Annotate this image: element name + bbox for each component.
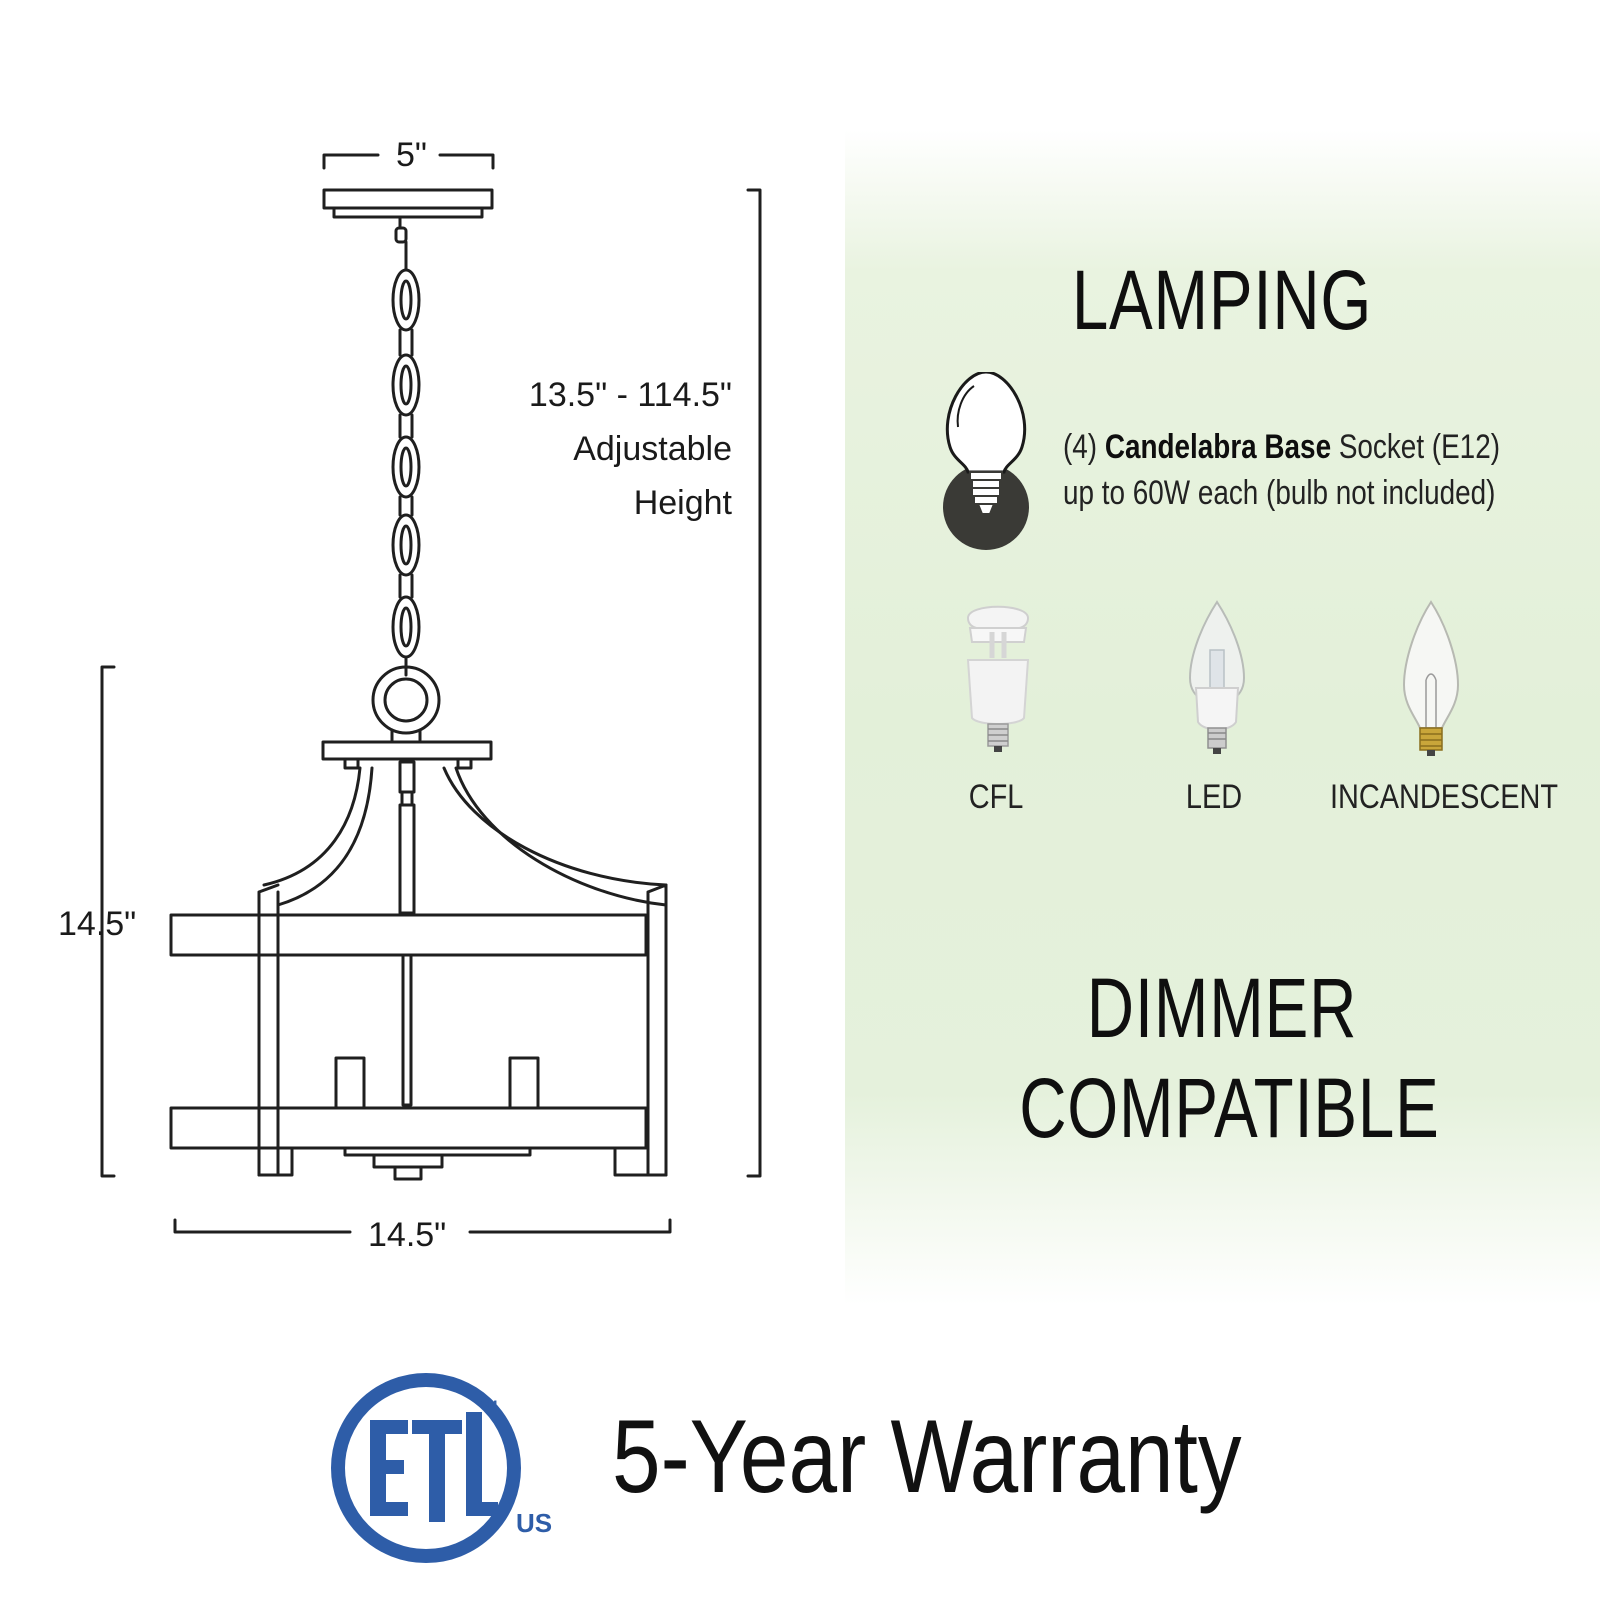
candelabra-bulb-icon <box>943 372 1029 550</box>
adjustable-height-word-2: Height <box>633 484 732 522</box>
led-bulb-icon <box>1188 600 1246 754</box>
bulb-label-cfl: CFL <box>968 778 1024 816</box>
etl-certification-logo: CM US <box>331 1373 552 1563</box>
adjustable-height-word: Adjustable <box>573 430 732 468</box>
bulb-label-incandescent: INCANDESCENT <box>1330 778 1559 816</box>
cfl-bulb-icon <box>966 605 1030 752</box>
etl-us-mark: US <box>516 1508 552 1538</box>
etl-cm-mark: CM <box>480 1399 497 1411</box>
fixture-width-label: 14.5" <box>368 1216 447 1254</box>
fixture-line-drawing <box>100 153 762 1234</box>
socket-spec-line: (4) Candelabra Base Socket (E12) <box>1063 428 1500 467</box>
socket-count: (4) <box>1063 428 1098 466</box>
adjustable-height-range: 13.5" - 114.5" <box>528 376 732 414</box>
incandescent-bulb-icon <box>1402 600 1460 756</box>
socket-suffix: Socket (E12) <box>1338 428 1500 466</box>
fixture-height-label: 14.5" <box>58 905 137 943</box>
wattage-spec-line: up to 60W each (bulb not included) <box>1063 474 1496 512</box>
dimmer-title-line1: DIMMER <box>1086 961 1358 1055</box>
canopy-width-label: 5" <box>396 136 427 174</box>
warranty-text: 5-Year Warranty <box>612 1399 1242 1515</box>
dimmer-title-line2: COMPATIBLE <box>1019 1061 1440 1155</box>
socket-type: Candelabra Base <box>1104 428 1332 466</box>
adjustable-height-label: 13.5" - 114.5" Adjustable Height <box>470 368 732 530</box>
bulb-label-led: LED <box>1185 778 1243 816</box>
lamping-title: LAMPING <box>1071 253 1373 347</box>
